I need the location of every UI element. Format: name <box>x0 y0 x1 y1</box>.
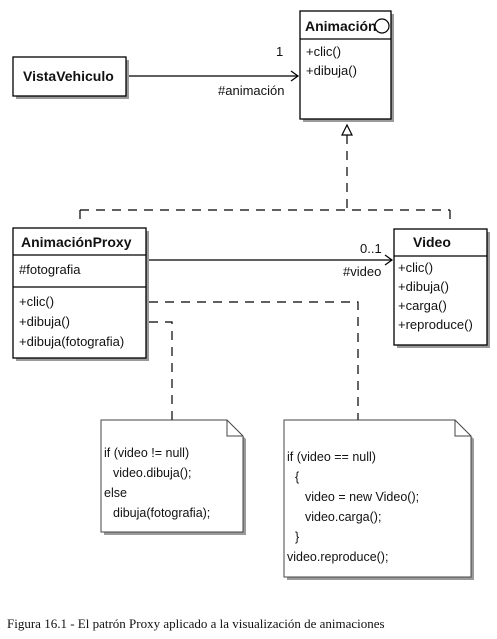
note-anchors <box>143 299 359 420</box>
note-clic-line-4: video.carga(); <box>305 510 381 524</box>
multiplicity-video: 0..1 <box>360 241 382 256</box>
realization-lines <box>79 123 451 226</box>
class-name-video: Video <box>413 234 451 250</box>
method-video-dibuja: +dibuja() <box>398 279 449 294</box>
class-animacion: Animación +clic() +dibuja() <box>299 10 394 122</box>
realization-arrowhead <box>341 123 353 136</box>
method-video-clic: +clic() <box>398 260 433 275</box>
note-dibuja-line-2: video.dibuja(); <box>113 466 192 480</box>
method-animacion-dibuja: +dibuja() <box>306 63 357 78</box>
class-name-animacion: Animación <box>305 18 377 34</box>
interface-circle-icon <box>374 18 390 34</box>
note-clic-line-6: video.reproduce(); <box>287 550 388 564</box>
method-video-reproduce: +reproduce() <box>398 317 473 332</box>
note-dibuja: if (video != null) video.dibuja(); else … <box>100 419 246 535</box>
note-clic: if (video == null) { video = new Video()… <box>283 419 474 580</box>
method-video-carga: +carga() <box>398 298 447 313</box>
attribute-fotografia: #fotografia <box>19 262 81 277</box>
note-dibuja-line-3: else <box>104 486 127 500</box>
role-animacion: #animación <box>218 83 285 98</box>
role-video: #video <box>343 264 381 279</box>
method-animacion-clic: +clic() <box>306 44 341 59</box>
class-vistavehiculo: VistaVehiculo <box>12 56 129 99</box>
class-name-vistavehiculo: VistaVehiculo <box>23 68 114 84</box>
association-vista-animacion: 1 #animación <box>126 44 300 98</box>
note-clic-line-1: if (video == null) <box>287 450 376 464</box>
class-animacionproxy: AnimaciónProxy #fotografia +clic() +dibu… <box>12 227 149 361</box>
class-name-animacionproxy: AnimaciónProxy <box>21 234 132 250</box>
note-dibuja-line-4: dibuja(fotografia); <box>113 506 210 520</box>
note-clic-line-2: { <box>295 470 299 484</box>
multiplicity-animacion: 1 <box>276 44 283 59</box>
method-proxy-dibuja-fotografia: +dibuja(fotografia) <box>19 334 124 349</box>
note-clic-line-5: } <box>295 530 299 544</box>
association-proxy-video: 0..1 #video <box>148 241 394 279</box>
note-dibuja-line-1: if (video != null) <box>104 446 189 460</box>
note-clic-line-3: video = new Video(); <box>305 490 419 504</box>
method-proxy-clic: +clic() <box>19 294 54 309</box>
figure-caption: Figura 16.1 - El patrón Proxy aplicado a… <box>7 616 385 631</box>
method-proxy-dibuja: +dibuja() <box>19 314 70 329</box>
class-video: Video +clic() +dibuja() +carga() +reprod… <box>393 228 490 348</box>
